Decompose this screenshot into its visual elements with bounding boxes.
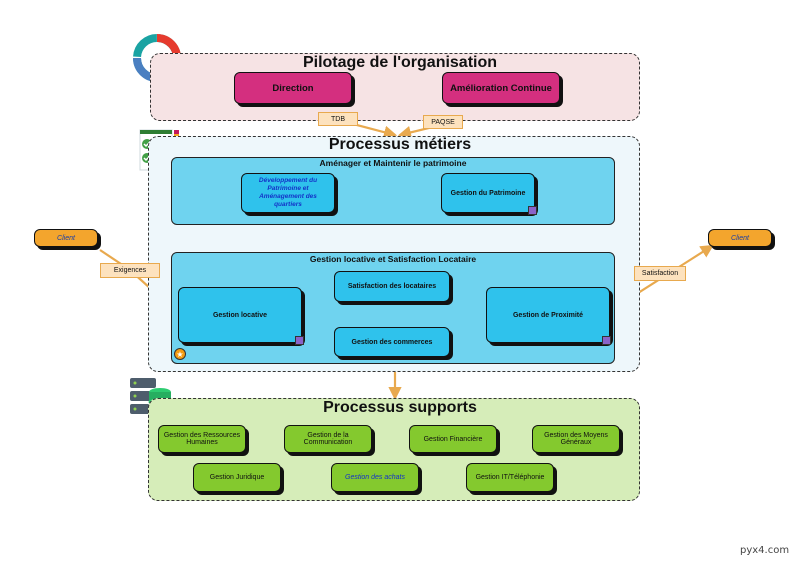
support-communication-box[interactable]: Gestion de la Communication	[284, 425, 372, 453]
subprocess-icon	[295, 336, 304, 345]
subprocess-icon	[528, 206, 537, 215]
amelioration-continue-box[interactable]: Amélioration Continue	[442, 72, 560, 104]
support-rh-box[interactable]: Gestion des Ressources Humaines	[158, 425, 246, 453]
tdb-tag: TDB	[318, 112, 358, 126]
support-it-box[interactable]: Gestion IT/Téléphonie	[466, 463, 554, 492]
amenager-title: Aménager et Maintenir le patrimoine	[319, 158, 467, 168]
subprocess-icon	[602, 336, 611, 345]
support-moyens-generaux-box[interactable]: Gestion des Moyens Généraux	[532, 425, 620, 453]
gestion-commerces-box[interactable]: Gestion des commerces	[334, 327, 450, 357]
direction-box[interactable]: Direction	[234, 72, 352, 104]
exigences-tag: Exigences	[100, 263, 160, 278]
paqse-tag: PAQSE	[423, 115, 463, 129]
support-financiere-box[interactable]: Gestion Financière	[409, 425, 497, 453]
support-juridique-box[interactable]: Gestion Juridique	[193, 463, 281, 492]
processus-metiers-title: Processus métiers	[328, 136, 472, 153]
client-right-box[interactable]: Client	[708, 229, 772, 247]
pilotage-title: Pilotage de l'organisation	[302, 54, 498, 71]
satisfaction-locataires-box[interactable]: Satisfaction des locataires	[334, 271, 450, 302]
gestion-locative-box[interactable]: Gestion locative	[178, 287, 302, 343]
gestion-proximite-box[interactable]: Gestion de Proximité	[486, 287, 610, 343]
processus-supports-title: Processus supports	[323, 399, 477, 416]
gestion-locative-title: Gestion locative et Satisfaction Locatai…	[309, 254, 477, 264]
watermark: pyx4.com	[740, 545, 790, 556]
satisfaction-tag: Satisfaction	[634, 266, 686, 281]
developpement-box[interactable]: Développement du Patrimoine et Aménageme…	[241, 173, 335, 213]
star-icon: ★	[174, 348, 186, 360]
support-achats-box[interactable]: Gestion des achats	[331, 463, 419, 492]
gestion-patrimoine-box[interactable]: Gestion du Patrimoine	[441, 173, 535, 213]
client-left-box[interactable]: Client	[34, 229, 98, 247]
